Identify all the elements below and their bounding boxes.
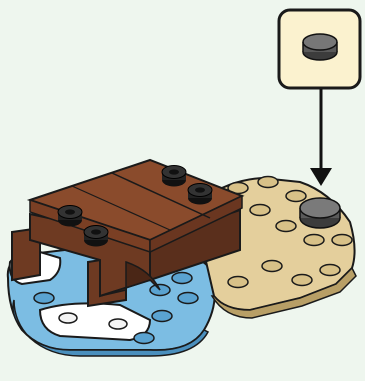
black-stud bbox=[58, 206, 82, 227]
black-stud bbox=[188, 184, 212, 205]
black-stud bbox=[162, 166, 186, 187]
parts-callout bbox=[279, 10, 360, 88]
placed-dark-gray-tile bbox=[300, 198, 340, 228]
black-stud bbox=[84, 226, 108, 247]
dark-gray-round-tile-icon bbox=[303, 34, 337, 60]
placement-arrow bbox=[310, 89, 332, 186]
